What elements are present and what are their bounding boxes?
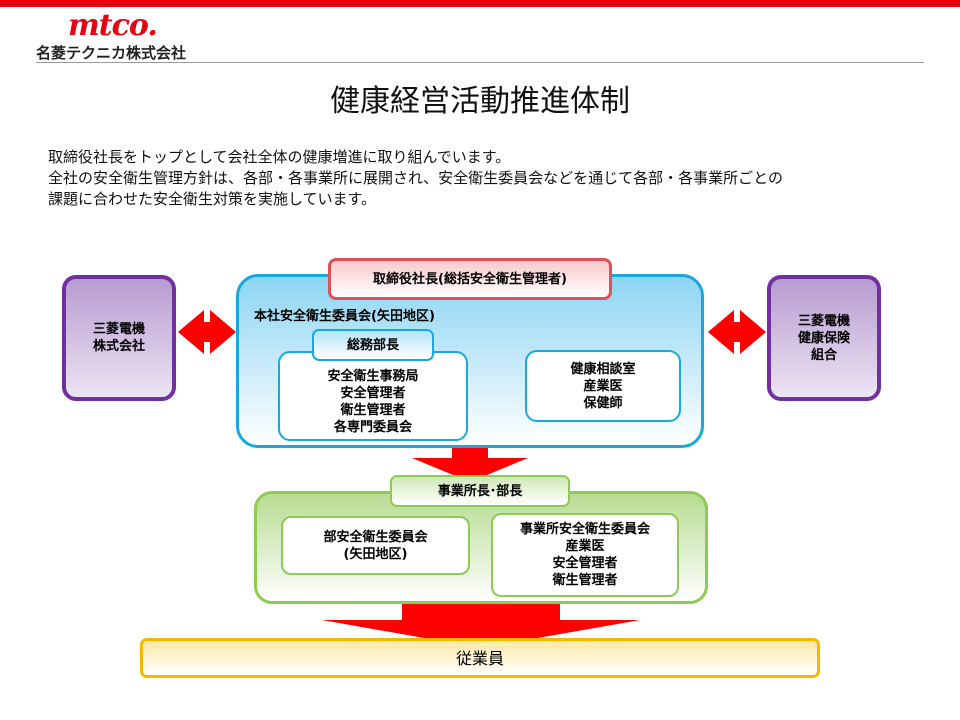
general-affairs-box: 総務部長 [312,329,434,361]
employees-box: 従業員 [140,638,820,678]
health-insurance-union-box: 三菱電機 健康保険 組合 [767,275,881,401]
org-line: 株式会社 [92,339,145,354]
health-office-box: 健康相談室 産業医 保健師 [525,350,681,422]
mitsubishi-electric-box: 三菱電機 株式会社 [62,275,176,401]
dept-committee-line: (矢田地区) [343,546,408,562]
secretariat-box: 安全衛生事務局 安全管理者 衛生管理者 各専門委員会 [278,351,468,441]
org-line: 三菱電機 [92,322,145,337]
dept-committee-box: 部安全衛生委員会 (矢田地区) [281,516,470,575]
health-office-line: 保健師 [583,395,623,411]
intro-text: 取締役社長をトップとして会社全体の健康増進に取り組んでいます。 全社の安全衛生管… [48,147,783,210]
company-name: 名菱テクニカ株式会社 [36,44,187,62]
general-affairs-label: 総務部長 [346,337,399,353]
site-committee-line: 事業所安全衛生委員会 [519,522,650,537]
secretariat-line: 安全衛生事務局 [327,369,419,384]
page-title: 健康経営活動推進体制 [330,84,630,119]
header-divider [36,62,924,63]
health-office-line: 産業医 [583,378,623,394]
secretariat-line: 安全管理者 [340,386,406,401]
site-committee-line: 産業医 [565,539,605,554]
company-logo: mtco. [68,8,158,43]
site-committee-line: 衛生管理者 [552,573,618,588]
org-line: 健康保険 [797,330,850,346]
dept-committee-line: 部安全衛生委員会 [323,529,428,545]
site-heads-box: 事業所長･部長 [390,475,570,507]
president-box: 取締役社長(総括安全衛生管理者) [328,258,612,300]
org-line: 組合 [810,347,837,363]
hq-committee-label: 本社安全衛生委員会(矢田地区) [254,309,435,324]
secretariat-line: 衛生管理者 [340,403,406,418]
intro-line: 課題に合わせた安全衛生対策を実施しています。 [48,190,377,208]
president-label: 取締役社長(総括安全衛生管理者) [373,271,567,287]
down-arrow-to-employees [322,600,640,648]
top-accent-bar [0,0,960,7]
intro-line: 取締役社長をトップとして会社全体の健康増進に取り組んでいます。 [48,148,511,166]
right-double-arrow [708,310,766,354]
site-heads-label: 事業所長･部長 [437,483,523,499]
employees-label: 従業員 [455,648,504,668]
org-line: 三菱電機 [797,313,850,329]
site-committee-line: 安全管理者 [552,556,618,571]
health-office-line: 健康相談室 [570,361,636,377]
left-double-arrow [178,310,236,354]
down-arrow-to-sites [412,436,528,482]
intro-line: 全社の安全衛生管理方針は、各部・各事業所に展開され、安全衛生委員会などを通じて各… [48,169,784,187]
site-committee-box: 事業所安全衛生委員会 産業医 安全管理者 衛生管理者 [491,513,679,597]
secretariat-line: 各専門委員会 [333,420,412,435]
